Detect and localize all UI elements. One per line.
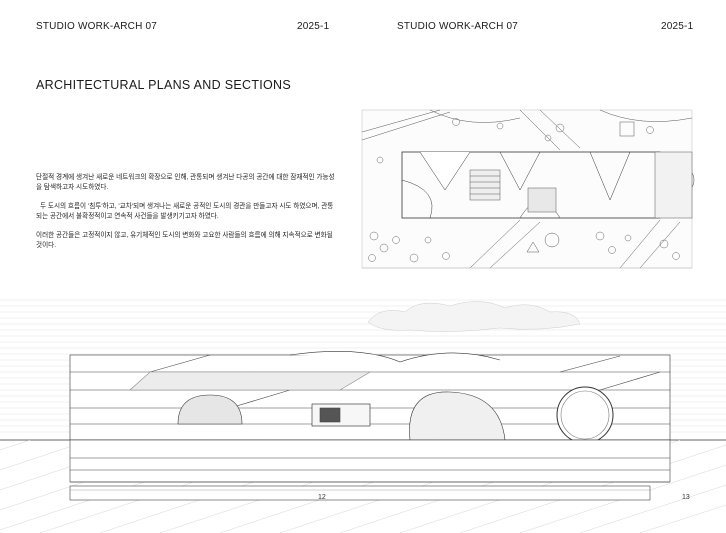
left-year-label: 2025-1 (297, 21, 330, 32)
paragraph-1: 단절적 경계에 생겨난 새로운 네트워크의 확장으로 인해, 관통되며 생겨난 … (36, 174, 335, 191)
left-page-number: 12 (318, 494, 326, 501)
right-page-number: 13 (682, 494, 690, 501)
cloud (367, 301, 581, 332)
paragraph-2: 두 도시의 흐름이 '침투'하고, '교차'되며 생겨나는 새로운 공적인 도시… (36, 203, 334, 220)
paragraph-3: 이러한 공간들은 고정적이지 않고, 유기체적인 도시의 변화와 고요한 사람들… (36, 232, 333, 249)
left-studio-label: STUDIO WORK-ARCH 07 (36, 21, 158, 32)
right-year-label: 2025-1 (661, 21, 694, 32)
right-studio-label: STUDIO WORK-ARCH 07 (397, 21, 519, 32)
plan-trees (368, 118, 680, 263)
page-title: ARCHITECTURAL PLANS AND SECTIONS (36, 78, 292, 92)
